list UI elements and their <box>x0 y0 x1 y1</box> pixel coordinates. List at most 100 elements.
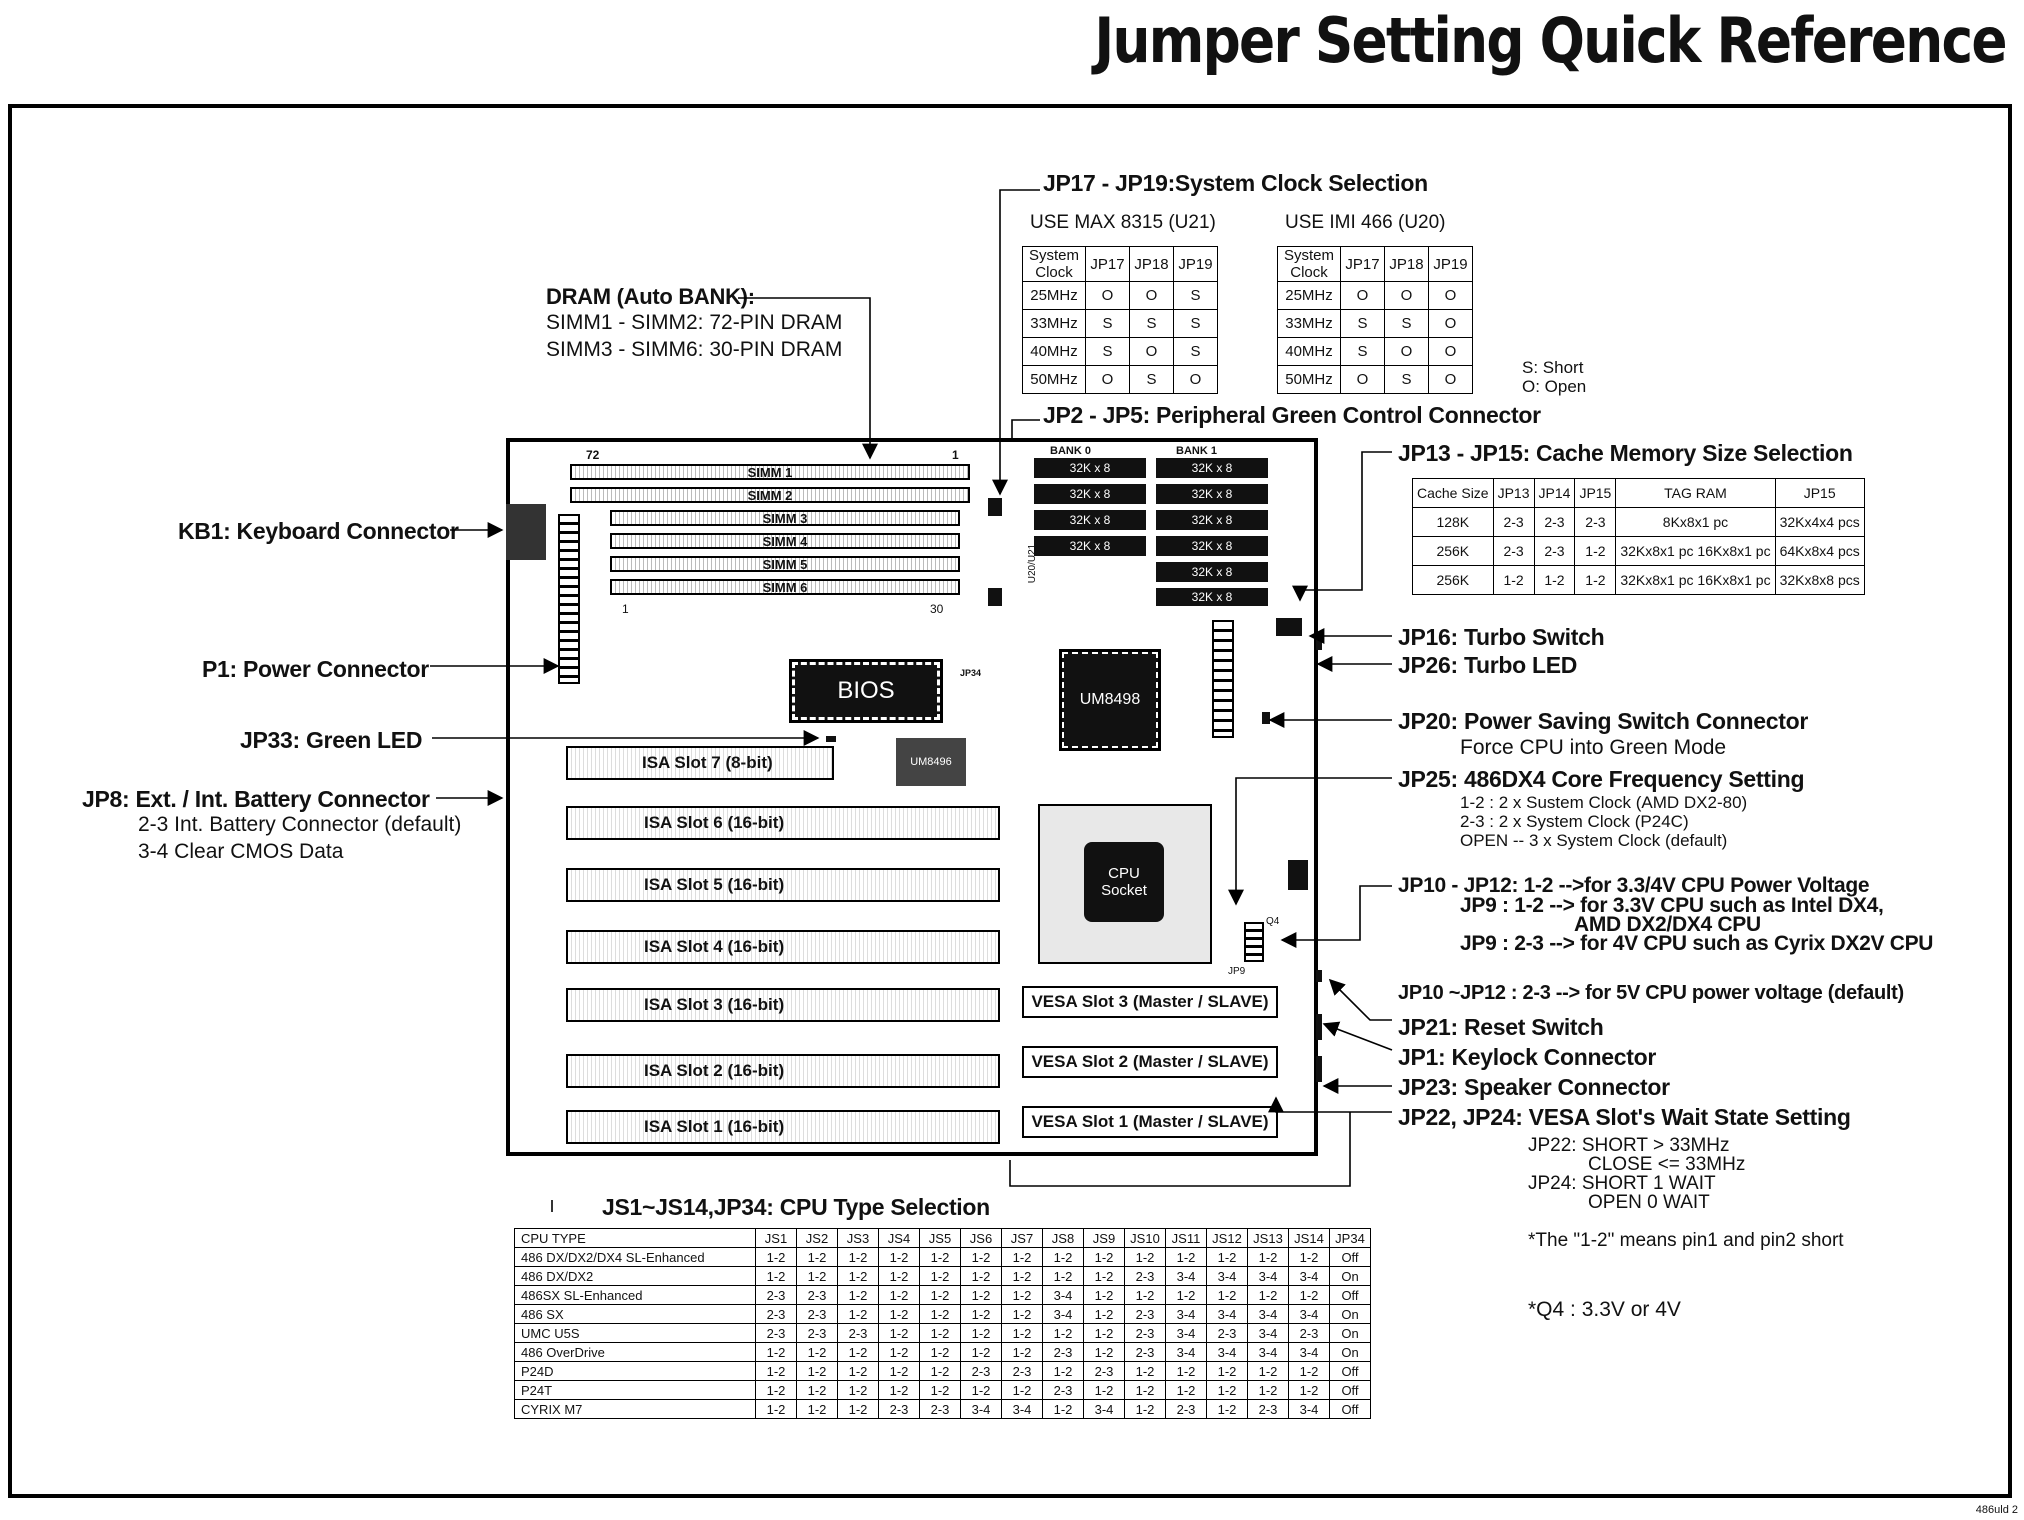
table-cell: 1-2 <box>1001 1285 1043 1305</box>
simm3-slot: SIMM 3 <box>610 510 960 526</box>
jp24-line1: JP24: SHORT 1 WAIT <box>1528 1173 1716 1194</box>
table-cell: 1-2 <box>919 1247 961 1267</box>
table-cell: 1-2 <box>837 1380 879 1400</box>
table-cell: 40MHz <box>1022 337 1086 366</box>
table-cell: Off <box>1329 1380 1371 1400</box>
simm5-slot: SIMM 5 <box>610 556 960 572</box>
table-cell: 50MHz <box>1022 365 1086 394</box>
isa-slot-5: ISA Slot 5 (16-bit) <box>566 868 1000 902</box>
header-cell: JS14 <box>1288 1228 1330 1248</box>
table-cell: 1-2 <box>796 1399 838 1419</box>
cache-heading: JP13 - JP15: Cache Memory Size Selection <box>1398 440 1853 466</box>
table-cell: 486 DX/DX2 <box>514 1266 756 1286</box>
table-cell: 33MHz <box>1022 309 1086 338</box>
simm2-slot: SIMM 2 <box>570 487 970 503</box>
table-cell: 1-2 <box>1206 1380 1248 1400</box>
table-cell: 1-2 <box>1206 1399 1248 1419</box>
jp21-label: JP21: Reset Switch <box>1398 1014 1604 1040</box>
table-cell: 1-2 <box>837 1247 879 1267</box>
header-cell: JS12 <box>1206 1228 1248 1248</box>
table-cell: 2-3 <box>1042 1380 1084 1400</box>
table-cell: 1-2 <box>1247 1247 1289 1267</box>
um8496-chip: UM8496 <box>896 738 966 786</box>
sram-chip: 32K x 8 <box>1156 588 1268 606</box>
table-cell: 1-2 <box>1124 1380 1166 1400</box>
table-cell: 3-4 <box>1288 1304 1330 1324</box>
jp21-reset-switch <box>1316 970 1322 982</box>
table-cell: 1-2 <box>1124 1285 1166 1305</box>
table-cell: 1-2 <box>960 1380 1002 1400</box>
pin-72-label: 72 <box>586 448 600 462</box>
table-cell: O <box>1428 365 1473 394</box>
motherboard: 72 1 SIMM 1 SIMM 2 SIMM 3 SIMM 4 SIMM 5 … <box>506 438 1322 1156</box>
bank1-label: BANK 1 <box>1176 445 1217 457</box>
table-cell: 2-3 <box>919 1399 961 1419</box>
clock-legend-short: S: Short <box>1522 358 1584 377</box>
jp20-sub: Force CPU into Green Mode <box>1460 736 1727 759</box>
table-cell: 1-2 <box>837 1399 879 1419</box>
jp33-label: JP33: Green LED <box>240 727 423 753</box>
table-cell: 1-2 <box>1042 1323 1084 1343</box>
header-cell: JS7 <box>1001 1228 1043 1248</box>
table-cell: 1-2 <box>919 1361 961 1381</box>
header-cell: JP34 <box>1329 1228 1371 1248</box>
kb1-label: KB1: Keyboard Connector <box>178 518 459 544</box>
sram-chip: 32K x 8 <box>1156 484 1268 504</box>
table-cell: S <box>1340 309 1385 338</box>
table-cell: 2-3 <box>755 1323 797 1343</box>
table-cell: 1-2 <box>1288 1380 1330 1400</box>
jp20-label: JP20: Power Saving Switch Connector <box>1398 708 1808 734</box>
table-cell: 1-2 <box>796 1247 838 1267</box>
table-cell: P24D <box>514 1361 756 1381</box>
table-cell: 1-2 <box>755 1266 797 1286</box>
q4-label: Q4 <box>1266 916 1280 927</box>
table-cell: 3-4 <box>1083 1399 1125 1419</box>
table-cell: 1-2 <box>1001 1342 1043 1362</box>
header-cell: System Clock <box>1022 246 1086 282</box>
table-cell: 2-3 <box>837 1323 879 1343</box>
header-cell: JP17 <box>1340 246 1385 282</box>
jp25-line1: 1-2 : 2 x Sustem Clock (AMD DX2-80) <box>1460 793 1748 812</box>
table-cell: 1-2 <box>1001 1304 1043 1324</box>
table-cell: 3-4 <box>1042 1285 1084 1305</box>
table-cell: S <box>1173 281 1218 310</box>
pin-30-label: 30 <box>930 602 944 616</box>
isa-slot-4: ISA Slot 4 (16-bit) <box>566 930 1000 964</box>
header-cell: JS6 <box>960 1228 1002 1248</box>
header-cell: TAG RAM <box>1615 478 1776 508</box>
power-connector <box>558 514 580 684</box>
diagram-frame <box>8 104 2012 1498</box>
table-cell: 1-2 <box>755 1247 797 1267</box>
table-cell: 32Kx8x1 pc 16Kx8x1 pc <box>1615 536 1776 566</box>
table-cell: 1-2 <box>1124 1361 1166 1381</box>
table-cell: 64Kx8x4 pcs <box>1774 536 1865 566</box>
table-cell: 1-2 <box>960 1247 1002 1267</box>
table-cell: 1-2 <box>1083 1247 1125 1267</box>
table-cell: 256K <box>1412 565 1494 595</box>
table-cell: 2-3 <box>960 1361 1002 1381</box>
bios-chip: BIOS <box>789 659 943 723</box>
table-cell: 2-3 <box>878 1399 920 1419</box>
table-cell: 1-2 <box>837 1285 879 1305</box>
jp9-line3: JP9 : 2-3 --> for 4V CPU such as Cyrix D… <box>1460 932 1934 955</box>
table-cell: 2-3 <box>1124 1304 1166 1324</box>
table-cell: 1-2 <box>1247 1285 1289 1305</box>
table-cell: On <box>1329 1266 1371 1286</box>
table-cell: S <box>1173 309 1218 338</box>
table-cell: On <box>1329 1304 1371 1324</box>
clock-heading: JP17 - JP19:System Clock Selection <box>1043 170 1428 196</box>
table-cell: 1-2 <box>837 1304 879 1324</box>
table-cell: 1-2 <box>1124 1247 1166 1267</box>
table-cell: 1-2 <box>1001 1266 1043 1286</box>
